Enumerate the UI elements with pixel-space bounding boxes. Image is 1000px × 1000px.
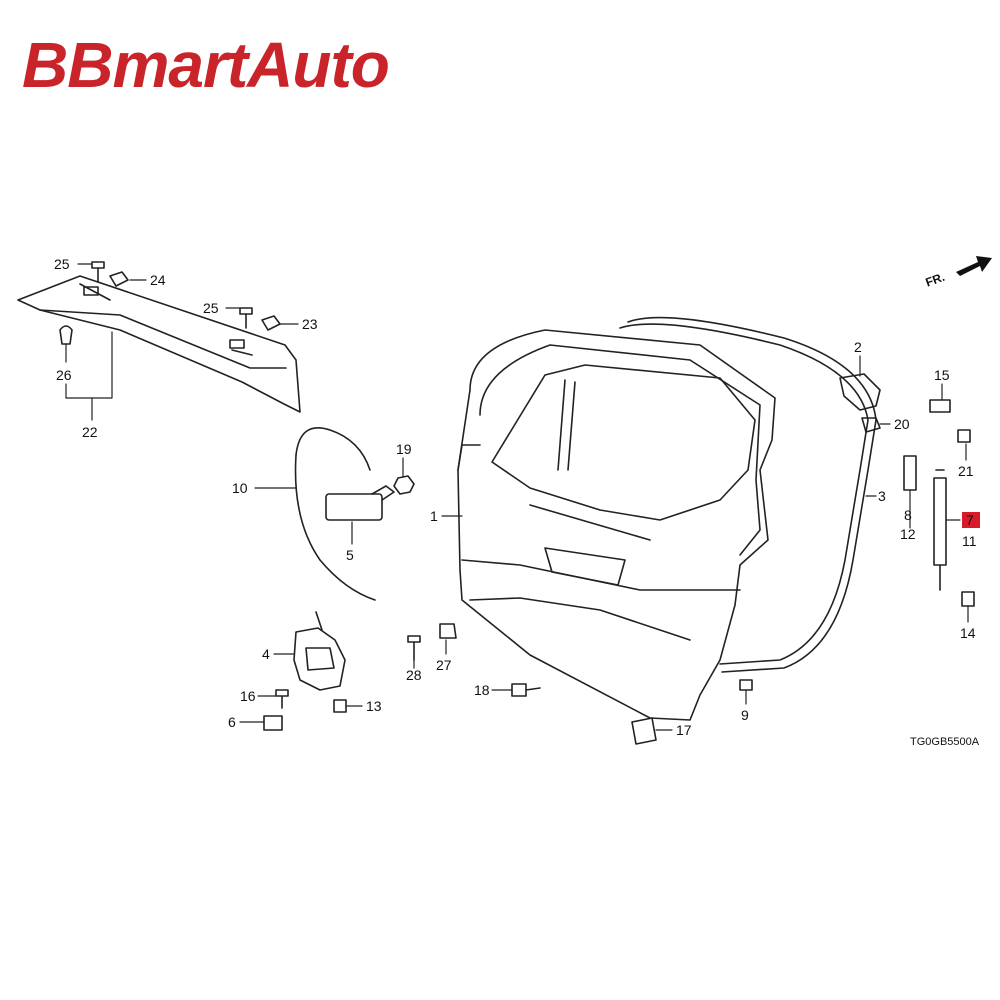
bolt-25-mid — [239, 307, 253, 329]
clip-27 — [439, 623, 457, 639]
callout-label: 15 — [934, 367, 950, 383]
cover-17 — [631, 717, 657, 745]
callout-label: 19 — [396, 441, 412, 457]
ball-14 — [961, 591, 975, 607]
clip-28 — [407, 635, 421, 661]
callout-label: 23 — [302, 316, 318, 332]
callout-label: 1 — [430, 508, 438, 524]
callout-label: 20 — [894, 416, 910, 432]
callout-label: 4 — [262, 646, 270, 662]
callout-label: 9 — [741, 707, 749, 723]
callout-label: 3 — [878, 488, 886, 504]
spoiler-part — [17, 275, 301, 413]
callout-label: 10 — [232, 480, 248, 496]
bolt-13 — [333, 699, 347, 713]
clip-23 — [261, 315, 281, 331]
callout-label: 27 — [436, 657, 452, 673]
brand-logo: BBmartAuto — [22, 29, 390, 101]
callout-label: 5 — [346, 547, 354, 563]
callout-label: 12 — [900, 526, 916, 542]
bolt-25-top — [91, 261, 105, 283]
callout-label: 22 — [82, 424, 98, 440]
diagram-code: TG0GB5500A — [910, 736, 980, 748]
latch-assembly — [293, 611, 346, 691]
callout-label: 11 — [962, 533, 977, 549]
callout-label: 6 — [228, 714, 236, 730]
callout-label: 21 — [958, 463, 974, 479]
stud-21 — [957, 429, 971, 443]
nut-19 — [393, 475, 415, 495]
bumper-9 — [739, 679, 753, 691]
callout-label: 13 — [366, 698, 382, 714]
callout-label: 26 — [56, 367, 72, 383]
weatherstrip — [619, 316, 877, 673]
callout-label: 16 — [240, 688, 256, 704]
bolt-16 — [275, 689, 289, 709]
grommet-26 — [59, 325, 73, 345]
callout-label: 18 — [474, 682, 490, 698]
callout-label: 14 — [960, 625, 976, 641]
forward-arrow-icon — [956, 256, 992, 276]
nut-20 — [861, 417, 881, 433]
hinge-2 — [839, 373, 881, 411]
callout-label-highlighted: 7 — [966, 512, 974, 528]
tailgate-panel — [457, 329, 776, 721]
bolt-15 — [929, 399, 951, 413]
callout-numbers: 25 24 25 23 26 22 10 19 5 1 2 15 20 21 3… — [54, 256, 980, 738]
bolt-18 — [511, 683, 541, 697]
callout-label: 2 — [854, 339, 862, 355]
handle-switch — [325, 485, 395, 521]
bracket-8-12 — [903, 455, 917, 491]
opener-cable — [294, 427, 376, 601]
callout-label: 8 — [904, 507, 912, 523]
callout-label: 25 — [54, 256, 70, 272]
striker-6 — [263, 715, 283, 731]
gas-strut — [933, 469, 947, 591]
callout-highlight — [962, 512, 980, 528]
callout-label: 28 — [406, 667, 422, 683]
callout-label: 24 — [150, 272, 166, 288]
leader-lines — [65, 263, 969, 731]
callout-label: 17 — [676, 722, 692, 738]
clip-24 — [109, 271, 129, 287]
callout-label: 25 — [203, 300, 219, 316]
